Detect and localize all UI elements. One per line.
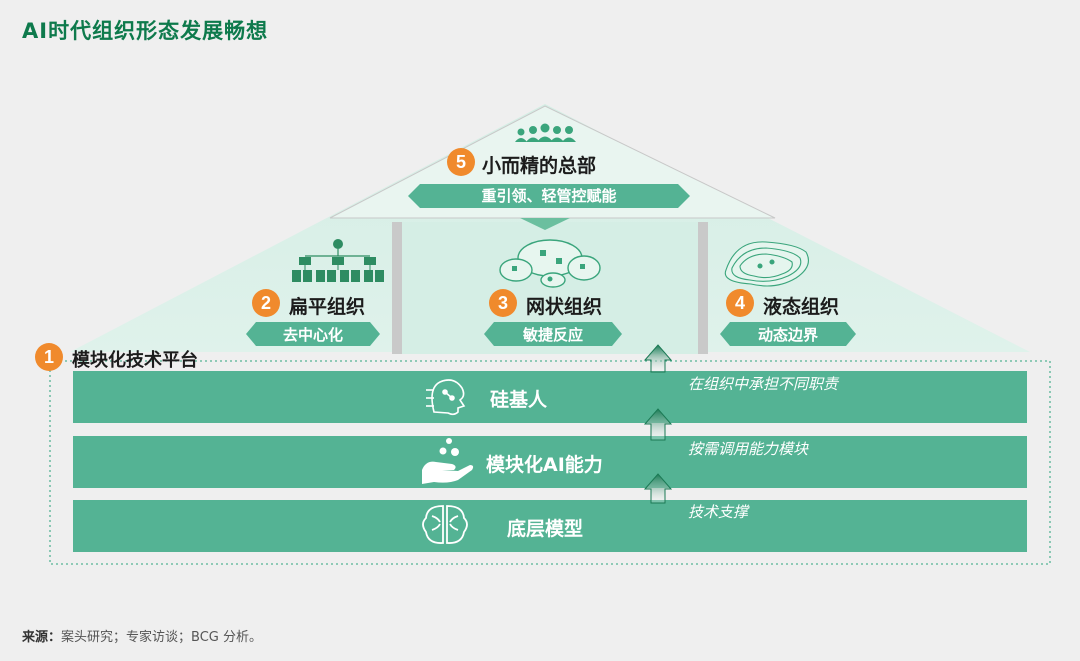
layer-label-silicon: 硅基人 [490,389,548,411]
pillar-subtitle-network: 敏捷反应 [522,326,583,344]
down-chevron [520,218,570,230]
platform-label: 模块化技术平台 [72,350,198,371]
layer-bar-3 [73,500,1027,552]
number-badge-3: 3 [489,289,517,317]
pillar-title-fluid: 液态组织 [763,296,840,318]
layer-label-model: 底层模型 [507,518,584,540]
network-icon [499,239,601,288]
layer-note-silicon: 在组织中承担不同职责 [688,375,839,393]
pillar-subtitle-fluid: 动态边界 [757,326,818,344]
ai-head-icon [426,379,466,416]
pillar-title-network: 网状组织 [526,296,603,318]
pillar-divider-left [392,222,402,354]
layer-note-ai: 按需调用能力模块 [688,440,809,458]
number-badge-5: 5 [447,148,475,176]
headquarters-subtitle: 重引领、轻管控赋能 [481,187,617,205]
source-text: 案头研究；专家访谈；BCG 分析。 [61,630,262,645]
pillar-subtitle-flat: 去中心化 [282,326,343,344]
source-label: 来源： [22,630,62,645]
page-title: AI时代组织形态发展畅想 [22,19,269,43]
pillar-ribbon-1 [246,322,380,346]
fluid-icon [724,241,809,287]
up-arrow-3 [643,473,673,504]
number-badge-4: 4 [726,289,754,317]
org-chart-icon [292,239,384,282]
layer-label-ai: 模块化AI能力 [486,454,603,476]
pillar-title-flat: 扁平组织 [289,296,366,318]
headquarters-title: 小而精的总部 [482,155,597,177]
up-arrow-2 [643,408,673,441]
up-arrow-1 [643,344,673,373]
people-group-icon [515,123,576,142]
brain-icon [422,505,468,544]
pillar-divider-right [698,222,708,354]
hand-molecule-icon [422,438,474,484]
number-badge-2: 2 [252,289,280,317]
number-badge-1: 1 [35,343,63,371]
source-line: 来源：案头研究；专家访谈；BCG 分析。 [22,626,262,645]
layer-note-model: 技术支撑 [688,503,749,521]
pillar-ribbon-3 [720,322,856,346]
layer-bar-2 [73,436,1027,488]
platform-border [49,360,1051,565]
layer-bar-1 [73,371,1027,423]
top-ribbon [408,184,690,208]
pillar-ribbon-2 [484,322,622,346]
